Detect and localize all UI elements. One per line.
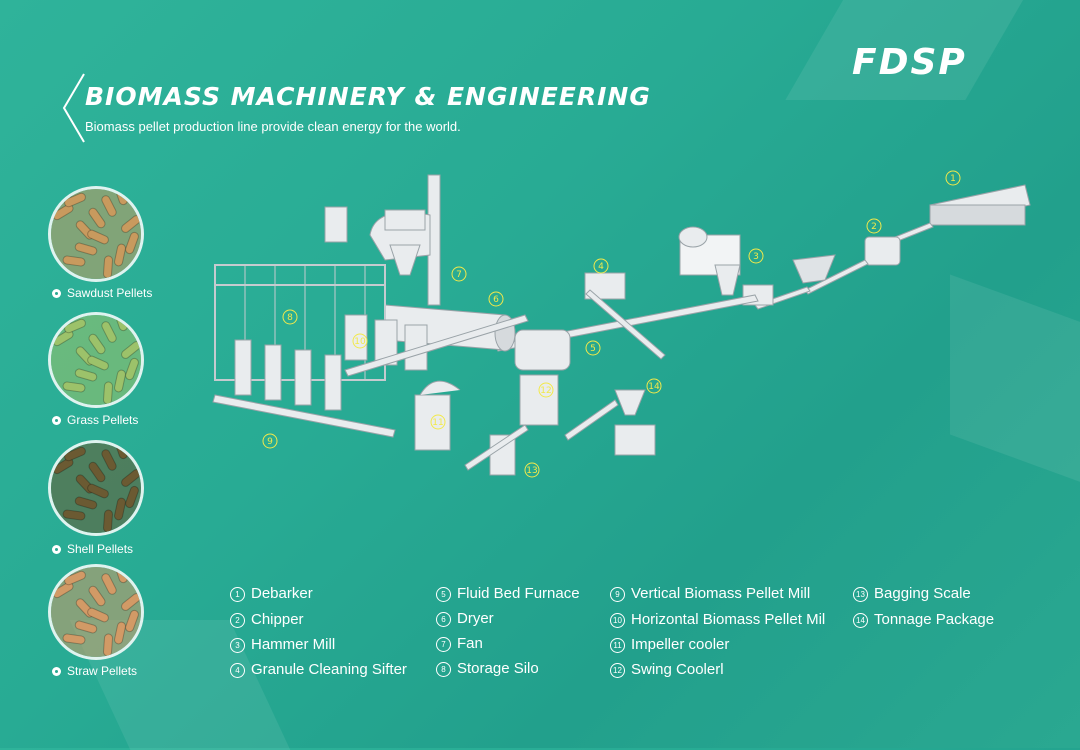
production-line-illustration: 1 2 3 4 5 6 7 8 9 10 11 12 13 14 [212,170,1031,478]
callout-1: 1 [945,170,961,186]
bullet-icon [52,416,61,425]
pellet-label: Grass Pellets [52,413,138,427]
callout-12: 12 [538,382,554,398]
callout-13: 13 [524,462,540,478]
callout-3: 3 [748,248,764,264]
sawdust-pellets-image [48,186,144,282]
callout-4: 4 [593,258,609,274]
svg-text:4: 4 [598,262,604,272]
pellet-label: Shell Pellets [52,542,133,556]
grass-pellets-image [48,312,144,408]
bullet-icon [52,667,61,676]
bullet-icon [52,289,61,298]
callout-9: 9 [262,433,278,449]
callout-10: 10 [352,333,368,349]
svg-text:2: 2 [871,222,877,232]
title-bracket-icon [62,73,85,143]
svg-text:9: 9 [267,437,273,447]
page-subtitle: Biomass pellet production line provide c… [85,119,461,134]
page-title: BIOMASS MACHINERY & ENGINEERING [85,82,651,111]
svg-text:11: 11 [432,418,443,428]
svg-text:12: 12 [540,386,551,396]
callout-14: 14 [646,378,662,394]
svg-text:14: 14 [648,382,660,392]
bullet-icon [52,545,61,554]
pellet-label: Straw Pellets [52,664,137,678]
svg-text:1: 1 [950,174,956,184]
pellet-label: Sawdust Pellets [52,286,152,300]
callout-11: 11 [430,414,446,430]
svg-text:8: 8 [287,313,293,323]
company-logo: FDSP [852,42,967,83]
svg-text:7: 7 [456,270,462,280]
svg-text:6: 6 [493,295,499,305]
callout-6: 6 [488,291,504,307]
callout-7: 7 [451,266,467,282]
svg-text:3: 3 [753,252,759,262]
straw-pellets-image [48,564,144,660]
callout-5: 5 [585,340,601,356]
svg-text:13: 13 [526,466,537,476]
shell-pellets-image [48,440,144,536]
svg-text:5: 5 [590,344,596,354]
svg-text:10: 10 [354,337,366,347]
callout-2: 2 [866,218,882,234]
callout-8: 8 [282,309,298,325]
